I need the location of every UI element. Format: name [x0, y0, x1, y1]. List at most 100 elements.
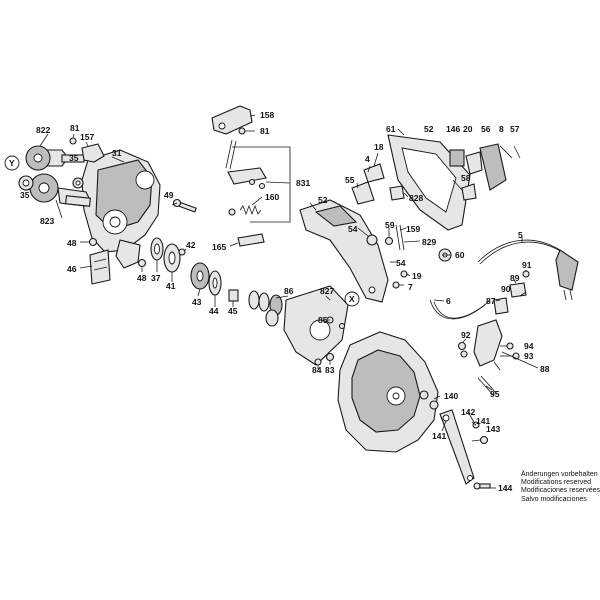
screws-48 [88, 237, 147, 268]
parts-159-829 [395, 224, 405, 251]
cable-5 [477, 239, 579, 301]
label-141-right: 141 [476, 416, 490, 426]
label-143: 143 [486, 424, 500, 434]
label-8: 8 [499, 124, 504, 134]
bracket-lines-831 [232, 146, 291, 223]
label-x: X [349, 294, 355, 304]
note-line-es: Salvo modificaciones [521, 495, 587, 503]
gear-43 [190, 262, 210, 290]
label-89: 89 [510, 273, 520, 283]
leader-lines [39, 114, 527, 489]
label-84: 84 [312, 365, 322, 375]
label-52-top: 52 [424, 124, 434, 134]
label-54-lower: 54 [396, 258, 406, 268]
label-831: 831 [296, 178, 310, 188]
bracket-46 [89, 249, 111, 285]
label-6: 6 [446, 296, 451, 306]
bearing-parts-86 [248, 290, 283, 327]
part-828 [389, 185, 405, 201]
label-48-left: 48 [67, 238, 77, 248]
bearings-35 [18, 175, 84, 191]
part-18 [363, 163, 385, 183]
label-59: 59 [385, 220, 395, 230]
nut-45 [228, 289, 239, 302]
label-93: 93 [524, 351, 534, 361]
label-44: 44 [209, 306, 219, 316]
screw-144 [473, 482, 491, 490]
lever-165 [237, 233, 265, 247]
switch-146 [449, 149, 465, 167]
handle-52 [299, 199, 389, 303]
label-829: 829 [422, 237, 436, 247]
label-18: 18 [374, 142, 384, 152]
label-823: 823 [40, 216, 54, 226]
label-160: 160 [265, 192, 279, 202]
label-88: 88 [540, 364, 550, 374]
fan-cover-86 [283, 285, 349, 366]
brush-holder-157 [69, 137, 105, 163]
label-141-left: 141 [432, 431, 446, 441]
label-822: 822 [36, 125, 50, 135]
parts-140 [419, 390, 439, 410]
flange-42 [178, 248, 186, 256]
bearing-37 [150, 237, 164, 261]
label-5: 5 [518, 230, 523, 240]
rod-95 [477, 375, 498, 397]
label-43: 43 [192, 297, 202, 307]
label-140: 140 [444, 391, 458, 401]
label-54-upper: 54 [348, 224, 358, 234]
label-37: 37 [151, 273, 161, 283]
label-83: 83 [325, 365, 335, 375]
label-81: 81 [70, 123, 80, 133]
label-159: 159 [406, 224, 420, 234]
screw-49 [172, 198, 197, 213]
label-90: 90 [501, 284, 511, 294]
screw-81b [238, 127, 246, 135]
detail-marker-x [344, 291, 360, 307]
label-46: 46 [67, 264, 77, 274]
label-56: 56 [481, 124, 491, 134]
handle-grip-52a [387, 134, 471, 231]
label-48-right: 48 [137, 273, 147, 283]
label-91: 91 [522, 260, 532, 270]
gear-housing-31 [81, 149, 161, 269]
label-45: 45 [228, 306, 238, 316]
note-line-en: Modifications reserved [521, 479, 592, 487]
guard-arm-141 [439, 409, 475, 485]
switch-cover-158 [211, 105, 253, 135]
cable-shaft [225, 139, 237, 170]
label-828: 828 [409, 193, 423, 203]
label-58: 58 [461, 173, 471, 183]
label-52-handle: 52 [318, 195, 328, 205]
label-144: 144 [498, 483, 512, 493]
switch-831 [227, 167, 267, 190]
part-58 [461, 183, 477, 201]
wires-6 [429, 299, 491, 320]
label-19: 19 [412, 271, 422, 281]
spring-160 [228, 204, 262, 216]
detail-marker-y [4, 155, 20, 171]
label-165: 165 [212, 242, 226, 252]
note-line-fr: Modificaciones reservées [521, 487, 600, 495]
label-49: 49 [164, 190, 174, 200]
label-142: 142 [461, 407, 475, 417]
label-y: Y [9, 158, 15, 168]
label-157: 157 [80, 132, 94, 142]
label-81-top: 81 [260, 126, 270, 136]
label-57: 57 [510, 124, 520, 134]
callout-labels: 822 81 157 31 Y 35 35 823 49 48 46 48 37… [9, 110, 550, 493]
blade-guard-main [337, 331, 439, 453]
label-827: 827 [320, 286, 334, 296]
lever-88 [457, 319, 520, 367]
washer-41 [163, 243, 181, 273]
label-87: 87 [486, 296, 496, 306]
label-146: 146 [446, 124, 460, 134]
cable-clamp-89-90-91 [509, 270, 530, 298]
label-60: 60 [455, 250, 465, 260]
screws-8-57 [499, 145, 521, 159]
label-35-upper: 35 [69, 153, 79, 163]
label-42: 42 [186, 240, 196, 250]
screws-85-83-84 [314, 316, 346, 366]
